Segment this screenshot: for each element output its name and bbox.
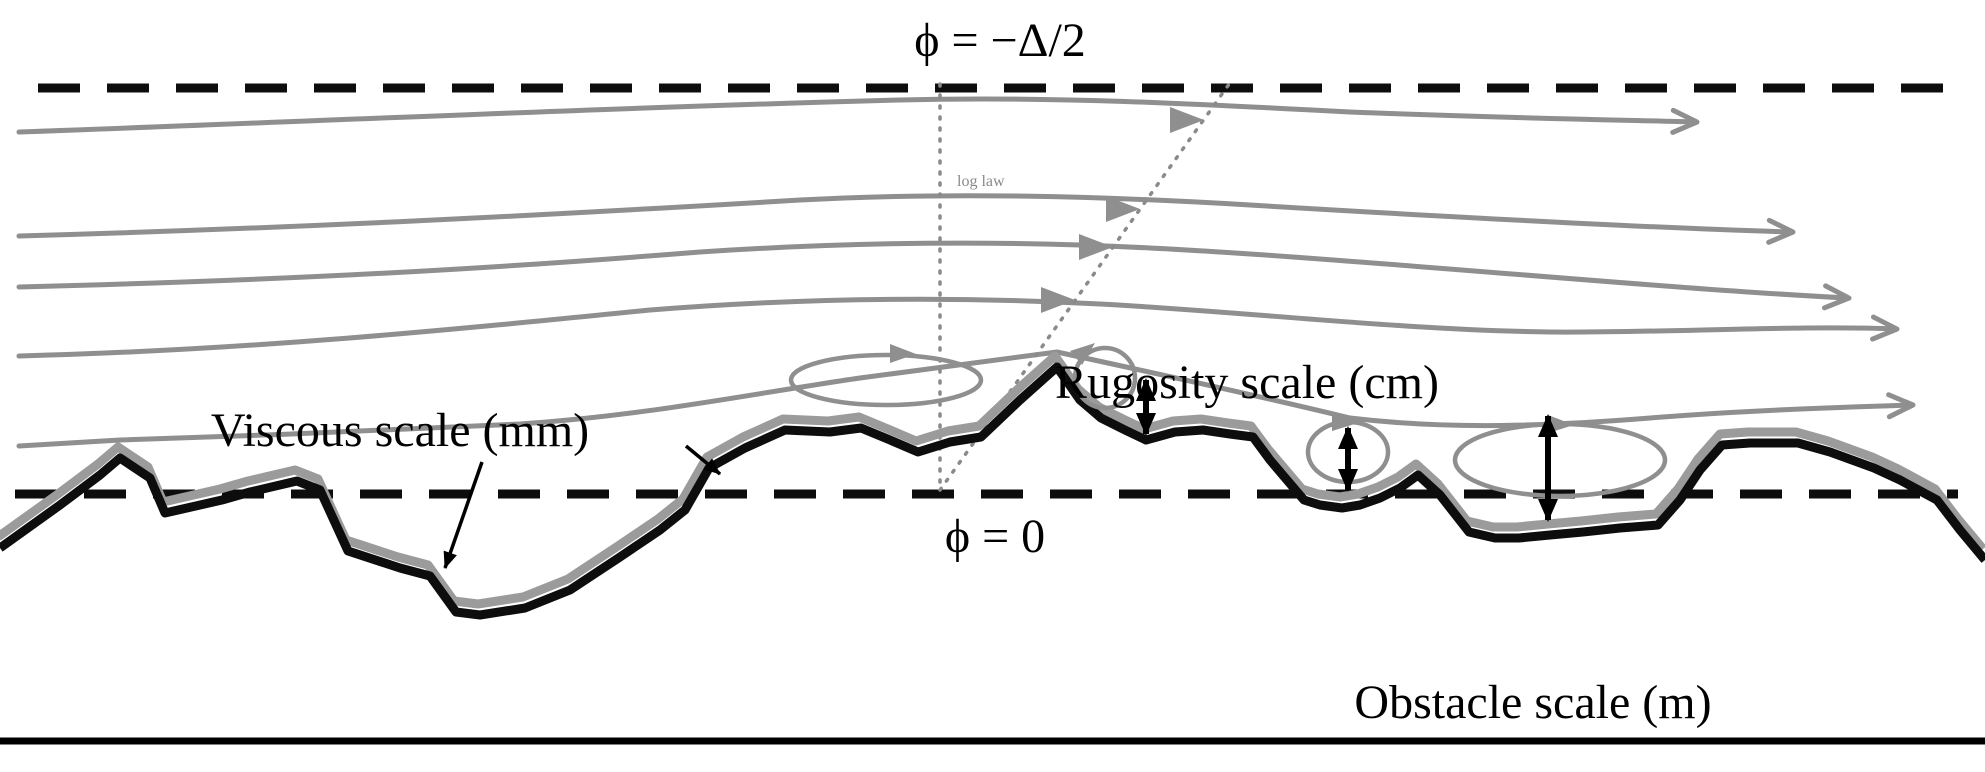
vortex-arrow-icon: [890, 344, 916, 363]
obstacle-scale-label: Obstacle scale (m): [1354, 676, 1711, 729]
velocity-arrow-icon: [1106, 196, 1140, 222]
velocity-arrow-icon: [1079, 234, 1113, 260]
streamline-4: [16, 296, 1900, 359]
vortex-1: [788, 344, 984, 408]
log-law-label: log law: [957, 173, 1005, 190]
viscous-pointer-arrow-icon: [443, 461, 484, 569]
terrain-black-profile-line: [0, 362, 1985, 620]
log-law-profile-dotted-line: [938, 78, 1234, 492]
viscous-pointer-arrow-icon: [684, 444, 722, 476]
streamline-1: [16, 96, 1700, 135]
vortex-arrow-icon: [1548, 415, 1574, 433]
vortex-2: [1070, 343, 1138, 411]
velocity-arrow-icon: [1041, 287, 1075, 313]
terrain-gray-offset-line: [0, 351, 1985, 609]
phi-zero-label: ϕ = 0: [945, 510, 1045, 563]
phi-top-label: ϕ = −Δ/2: [914, 14, 1086, 67]
streamline-2: [16, 193, 1796, 245]
streamline-3: [16, 240, 1852, 311]
rugosity-scale-label: Rugosity scale (cm): [1055, 356, 1439, 409]
vortex-arrow-icon: [1070, 343, 1095, 365]
viscous-scale-label: Viscous scale (mm): [211, 404, 589, 457]
velocity-arrow-icon: [1170, 107, 1204, 133]
